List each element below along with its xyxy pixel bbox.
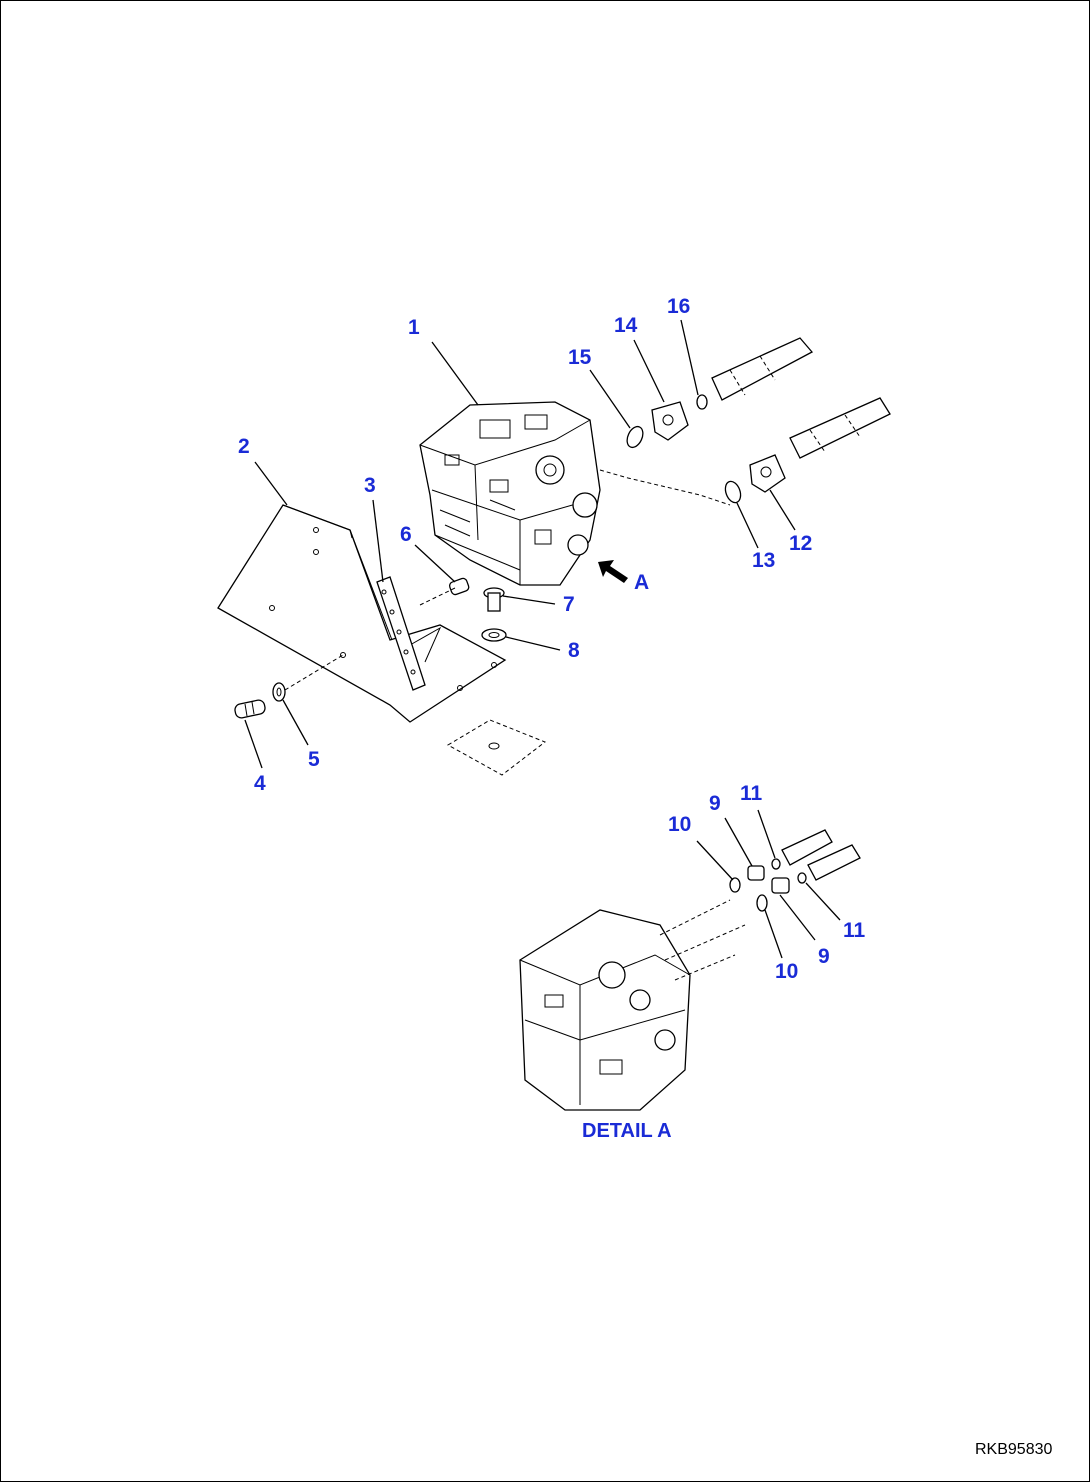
view-arrow [598,560,628,583]
label-10-lower: 10 [775,960,798,983]
drawing-code: RKB95830 [975,1441,1052,1458]
mount-bolt [483,587,505,612]
label-14: 14 [614,314,638,337]
label-6: 6 [400,523,412,546]
label-7: 7 [563,593,575,616]
hose-lower [789,397,891,459]
label-12: 12 [789,532,812,555]
label-10-upper: 10 [668,813,691,836]
label-4: 4 [254,772,266,795]
bracket-plate [217,504,507,723]
leader-lines [244,319,841,959]
detail-fittings [729,829,861,912]
elbow-lower [749,454,786,493]
o-ring-small-upper [696,394,708,410]
mount-pad [446,719,547,776]
hose-upper [711,337,814,401]
label-1: 1 [408,316,420,339]
valve-body [419,401,601,586]
label-16: 16 [667,295,690,318]
o-ring-lower [724,480,742,504]
o-ring-upper [626,425,644,449]
collar [448,577,470,596]
label-view-a: A [634,571,649,594]
label-9-upper: 9 [709,792,721,815]
label-3: 3 [364,474,376,497]
label-15: 15 [568,346,592,369]
label-9-lower: 9 [818,945,830,968]
plate-strip [376,576,426,691]
label-8: 8 [568,639,580,662]
bolt [234,699,266,719]
part-labels: 1 2 3 4 5 6 7 8 12 13 14 15 16 A 9 9 10 … [238,295,866,983]
label-2: 2 [238,435,250,458]
detail-a-title: DETAIL A [582,1120,672,1142]
label-11-lower: 11 [843,919,866,942]
detail-valve [519,899,746,1111]
label-11-upper: 11 [740,782,763,805]
washer [272,682,286,702]
label-13: 13 [752,549,775,572]
mount-washer [481,628,507,642]
label-5: 5 [308,748,320,771]
elbow-upper [651,401,689,441]
